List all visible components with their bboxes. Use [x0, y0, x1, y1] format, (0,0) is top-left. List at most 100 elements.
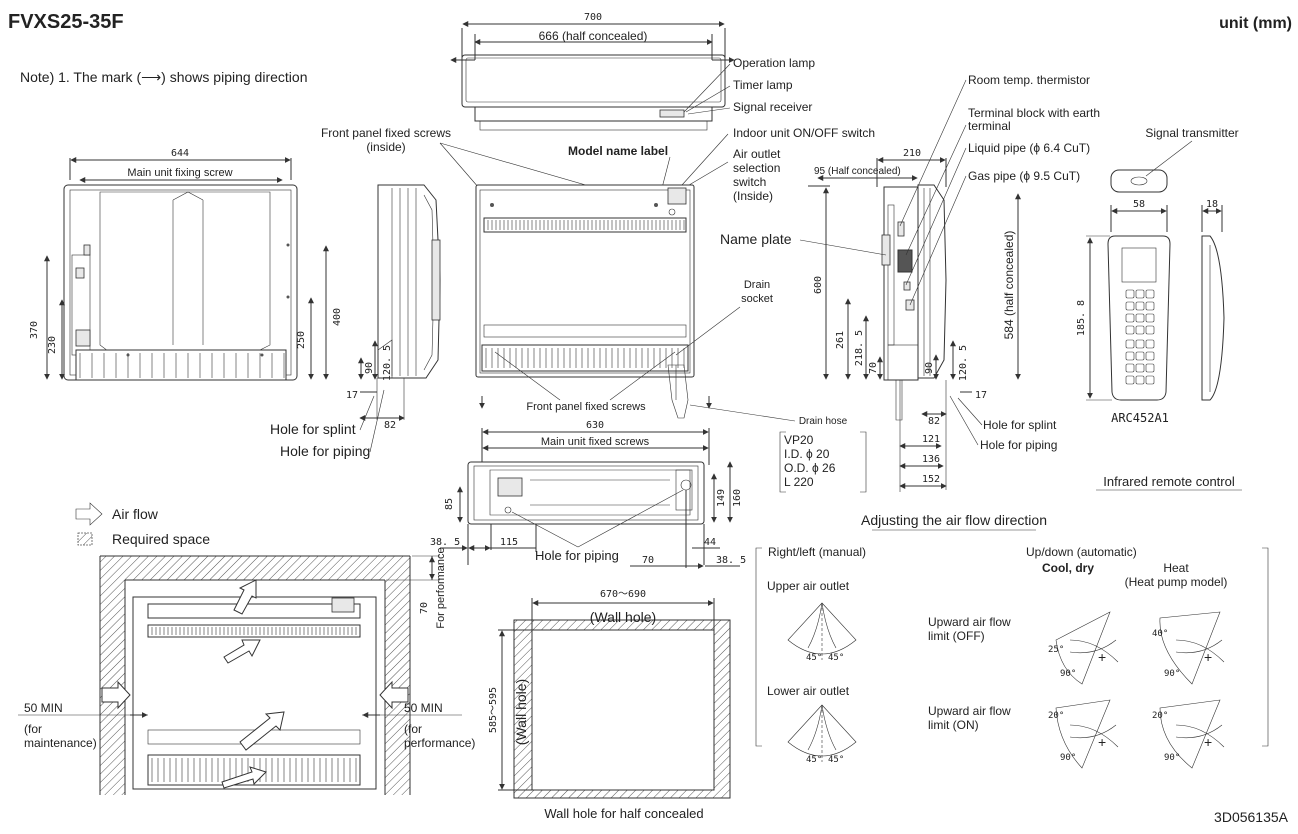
install-dim-70: 70 [419, 602, 430, 614]
install-left-min: 50 MIN [24, 701, 63, 715]
callout-front-panel-2: (inside) [366, 140, 405, 154]
install-for-performance: For performance [435, 547, 447, 628]
airflow-bracket-left [755, 547, 762, 747]
callout-model-label: Model name label [568, 144, 668, 158]
dim-right-120: 120. 5 [958, 345, 969, 381]
callout-gas-pipe: Gas pipe (ϕ 9.5 CuT) [968, 169, 1080, 183]
drain-spec-4: L 220 [784, 475, 814, 489]
airflow-upper-outlet: Upper air outlet [767, 579, 850, 593]
callout-hole-piping-right: Hole for piping [980, 438, 1057, 452]
angle-45-ll: 45° [806, 755, 822, 765]
dim-115: 115 [500, 537, 518, 548]
callout-air-outlet-1: Air outlet [733, 147, 781, 161]
svg-text:+: + [1098, 734, 1106, 750]
drain-spec-3: O.D. ϕ 26 [784, 461, 836, 475]
remote-caption: Infrared remote control [1103, 474, 1235, 489]
dim-250: 250 [296, 331, 307, 349]
install-right-for: (for [404, 722, 422, 736]
callout-onoff-switch: Indoor unit ON/OFF switch [733, 126, 875, 140]
dim-left-17: 17 [346, 390, 358, 401]
airflow-heading: Adjusting the air flow direction [861, 512, 1047, 528]
page-title: FVXS25-35F [8, 11, 124, 33]
install-left-for: (for [24, 722, 42, 736]
remote-model: ARC452A1 [1111, 411, 1169, 425]
dim-370: 370 [29, 321, 40, 339]
airflow-lower-outlet: Lower air outlet [767, 684, 850, 698]
dim-230: 230 [47, 336, 58, 354]
callout-signal-transmitter: Signal transmitter [1145, 126, 1238, 140]
legend-air-flow: Air flow [112, 506, 159, 522]
dim-218: 218. 5 [854, 330, 865, 366]
dim-38b: 38. 5 [716, 555, 746, 566]
dim-210: 210 [903, 148, 921, 159]
callout-air-outlet-3: switch [733, 175, 766, 189]
install-right-min: 50 MIN [404, 701, 443, 715]
dim-right-17: 17 [975, 390, 987, 401]
angle-45-lr: 45° [828, 755, 844, 765]
airflow-cool-dry: Cool, dry [1042, 561, 1094, 575]
remote-dim-18: 18 [1206, 199, 1218, 210]
wall-hole-view [498, 598, 731, 799]
right-side-view [808, 157, 1021, 492]
dim-left-82: 82 [384, 420, 396, 431]
dim-85: 85 [444, 498, 455, 510]
dim-95: 95 (Half concealed) [814, 166, 901, 177]
airflow-heat-1: Heat [1163, 561, 1189, 575]
dim-70: 70 [868, 362, 879, 374]
angle-45-ur: 45° [828, 653, 844, 663]
callout-drain-hose: Drain hose [799, 416, 848, 427]
remote-dim-185: 185. 8 [1076, 300, 1087, 336]
callout-drain-2: socket [741, 293, 773, 305]
callout-hole-piping-bottom: Hole for piping [535, 548, 619, 563]
angle-40-heat: 40° [1152, 629, 1168, 639]
angle-90-heat-off: 90° [1164, 669, 1180, 679]
air-flow-legend-icon [75, 502, 103, 526]
drain-spec-1: VP20 [784, 433, 814, 447]
dim-44: 44 [704, 537, 716, 548]
drawing-code: 3D056135A [1214, 809, 1289, 825]
top-view: 700 666 (half concealed) [450, 12, 735, 131]
airflow-rl-manual: Right/left (manual) [768, 545, 866, 559]
callout-front-panel-1: Front panel fixed screws [321, 126, 451, 140]
dim-666: 666 (half concealed) [539, 29, 648, 43]
angle-45-ul: 45° [806, 653, 822, 663]
drain-spec-bracket-right [860, 431, 867, 493]
dim-right-82: 82 [928, 416, 940, 427]
callout-signal-receiver: Signal receiver [733, 100, 812, 114]
wall-hole-caption: Wall hole for half concealed [544, 806, 703, 821]
ud-fan-heat-off: 40° 90° + [1152, 611, 1225, 685]
callout-timer-lamp: Timer lamp [733, 78, 793, 92]
callout-drain-1: Drain [744, 279, 770, 291]
dim-700: 700 [584, 12, 602, 23]
dim-121: 121 [922, 434, 940, 445]
airflow-bracket-right [1262, 547, 1269, 747]
remote-dim-58: 58 [1133, 199, 1145, 210]
unit-label: unit (mm) [1219, 15, 1292, 32]
callout-room-thermistor: Room temp. thermistor [968, 73, 1090, 87]
airflow-limit-off-1: Upward air flow [928, 615, 1011, 629]
callout-air-outlet-4: (Inside) [733, 189, 773, 203]
airflow-limit-on-2: limit (ON) [928, 718, 979, 732]
wall-hole-height: 585～595 [488, 687, 499, 733]
callout-hole-splint: Hole for splint [270, 421, 356, 437]
drain-spec-bracket-left [779, 431, 786, 493]
dim-left-120: 120. 5 [382, 345, 393, 381]
airflow-updown-auto: Up/down (automatic) [1026, 545, 1137, 559]
bottom-view: 630 Main unit fixed screws [440, 420, 740, 569]
callout-liquid-pipe: Liquid pipe (ϕ 6.4 CuT) [968, 141, 1090, 155]
wall-hole-width: 670～690 [600, 589, 646, 600]
angle-90-cool-off: 90° [1060, 669, 1076, 679]
rl-fan-upper: 45° 45° [787, 602, 857, 663]
front-view [475, 184, 712, 419]
dim-584: 584 (half concealed) [1002, 231, 1016, 340]
callout-hole-piping: Hole for piping [280, 443, 370, 459]
back-screw-label: Main unit fixing screw [127, 167, 232, 179]
ud-fan-cool-on: 20° 90° + [1048, 699, 1119, 769]
dim-38a: 38. 5 [430, 537, 460, 548]
dim-644: 644 [171, 148, 189, 159]
ud-fan-cool-off: 25° 90° + [1048, 611, 1119, 685]
callout-operation-lamp: Operation lamp [733, 56, 815, 70]
angle-20-cool: 20° [1048, 711, 1064, 721]
callout-front-panel-bottom: Front panel fixed screws [526, 401, 646, 413]
airflow-limit-off-2: limit (OFF) [928, 629, 985, 643]
